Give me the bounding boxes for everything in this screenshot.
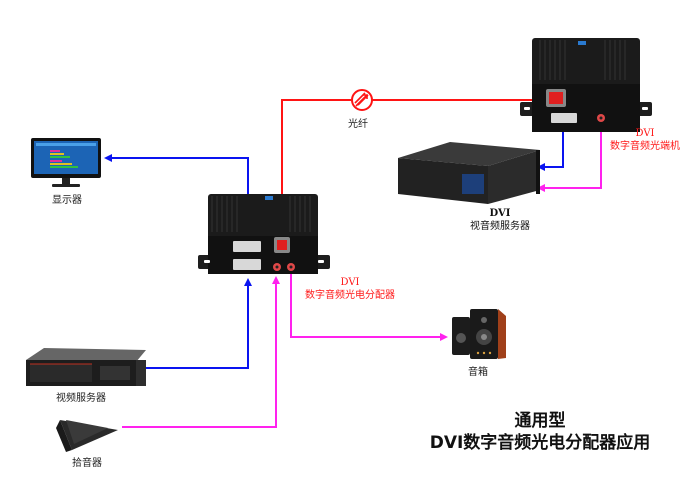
terminal-label-line1: DVI: [635, 128, 655, 139]
terminal-label-line2: 数字音频光端机: [610, 141, 680, 152]
distributor-label-line2: 数字音频光电分配器: [305, 290, 395, 301]
fiber-link: [281, 99, 552, 232]
video-link-video-server: [146, 278, 252, 369]
diagram-title: 通用型 DVI数字音频光电分配器应用: [400, 410, 680, 454]
fiber-label: 光纤: [348, 119, 368, 130]
av-server-label-line1: DVI: [489, 208, 511, 219]
distributor-label: DVI 数字音频光电分配器: [290, 276, 410, 302]
av-server-device: [398, 142, 540, 204]
microphone-device: [56, 420, 118, 452]
speaker-label: 音箱: [468, 367, 488, 378]
monitor-label: 显示器: [52, 195, 82, 206]
av-server-label-line2: 视音频服务器: [470, 221, 530, 232]
speaker-device: [452, 309, 506, 359]
monitor-device: [31, 138, 101, 187]
audio-link-av-server: [537, 122, 602, 192]
video-link-av-server: [537, 128, 564, 171]
microphone-label: 拾音器: [72, 458, 102, 469]
distributor-label-line1: DVI: [340, 277, 360, 288]
diagram-title-line2: DVI数字音频光电分配器应用: [429, 433, 651, 453]
terminal-device: [520, 38, 652, 132]
audio-link-microphone: [122, 276, 280, 428]
fiber-icon: [351, 89, 373, 111]
distributor-device: [198, 194, 330, 274]
terminal-label: DVI 数字音频光端机: [600, 127, 690, 153]
audio-link-speaker: [290, 268, 448, 341]
av-server-label: DVI 视音频服务器: [450, 207, 550, 233]
diagram-title-line1: 通用型: [514, 411, 566, 431]
video-server-label: 视频服务器: [56, 393, 106, 404]
video-server-device: [26, 348, 146, 386]
